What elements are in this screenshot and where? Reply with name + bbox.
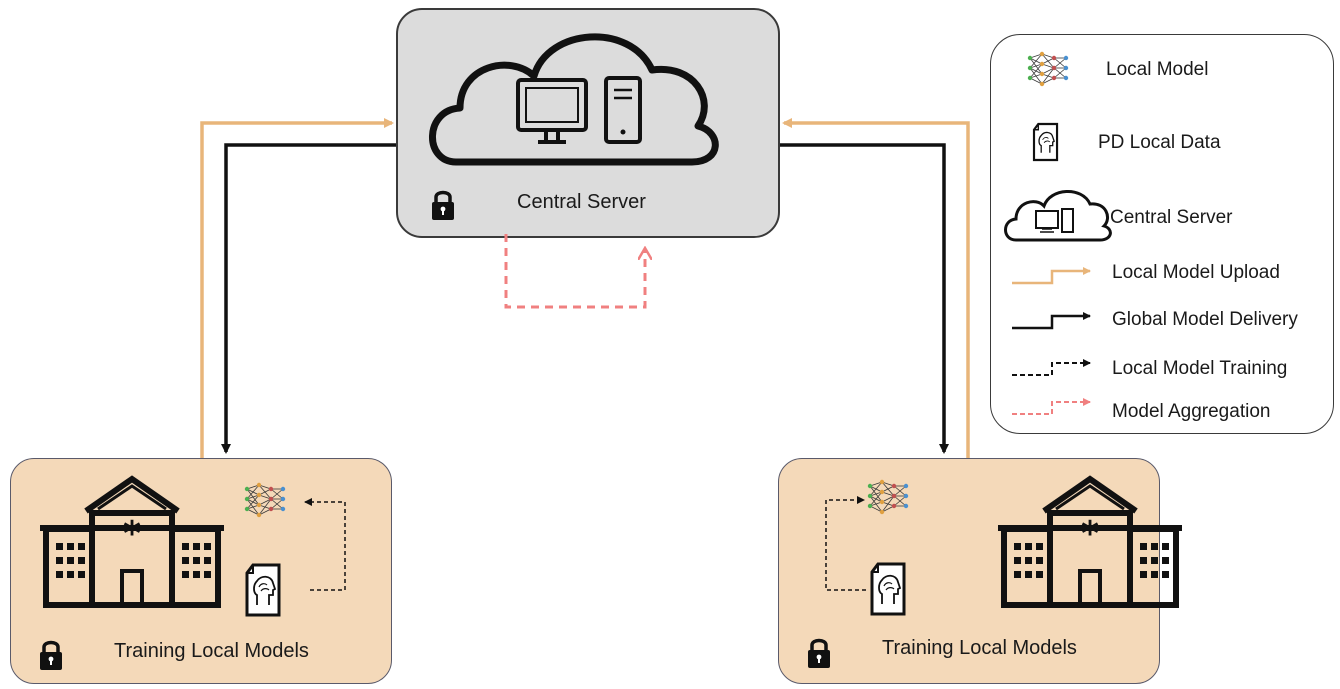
neural-network-icon bbox=[1027, 51, 1069, 87]
lock-icon-server bbox=[430, 190, 456, 222]
delivery-arrow-left bbox=[221, 143, 396, 454]
aggregation-arrow bbox=[504, 234, 645, 309]
legend-label-central-server: Central Server bbox=[1110, 207, 1233, 228]
client-label-left: Training Local Models bbox=[114, 640, 309, 662]
training-arrow-icon bbox=[1012, 359, 1091, 376]
cloud-server-icon-legend bbox=[1004, 190, 1112, 242]
upload-arrow-right bbox=[782, 118, 970, 458]
lock-icon-client-left bbox=[38, 640, 64, 672]
cloud-server-icon bbox=[429, 33, 719, 166]
training-arrow-left bbox=[304, 498, 346, 591]
aggregation-arrow-icon bbox=[1012, 398, 1091, 415]
brain-document-icon-right bbox=[870, 562, 906, 616]
legend-label-local-model-training: Local Model Training bbox=[1112, 358, 1288, 379]
hospital-icon-left bbox=[40, 479, 224, 605]
legend-label-model-aggregation: Model Aggregation bbox=[1112, 401, 1271, 422]
neural-network-icon-right bbox=[867, 479, 909, 515]
brain-document-icon-left bbox=[245, 563, 281, 617]
brain-document-icon bbox=[1032, 122, 1059, 162]
upload-arrow-icon bbox=[1012, 267, 1091, 285]
neural-network-icon-left bbox=[244, 482, 286, 518]
central-server-label: Central Server bbox=[517, 191, 646, 213]
upload-arrow-left bbox=[200, 118, 394, 458]
legend-label-local-model-upload: Local Model Upload bbox=[1112, 262, 1280, 283]
delivery-arrow-right bbox=[780, 143, 949, 454]
training-arrow-right bbox=[825, 496, 866, 591]
lock-icon-client-right bbox=[806, 638, 832, 670]
client-label-right: Training Local Models bbox=[882, 637, 1077, 659]
legend-label-local-model: Local Model bbox=[1106, 59, 1209, 80]
legend-label-global-model-delivery: Global Model Delivery bbox=[1112, 309, 1298, 330]
hospital-icon-right bbox=[998, 479, 1182, 605]
delivery-arrow-icon bbox=[1012, 312, 1091, 330]
legend-label-pd-local-data: PD Local Data bbox=[1098, 132, 1221, 153]
